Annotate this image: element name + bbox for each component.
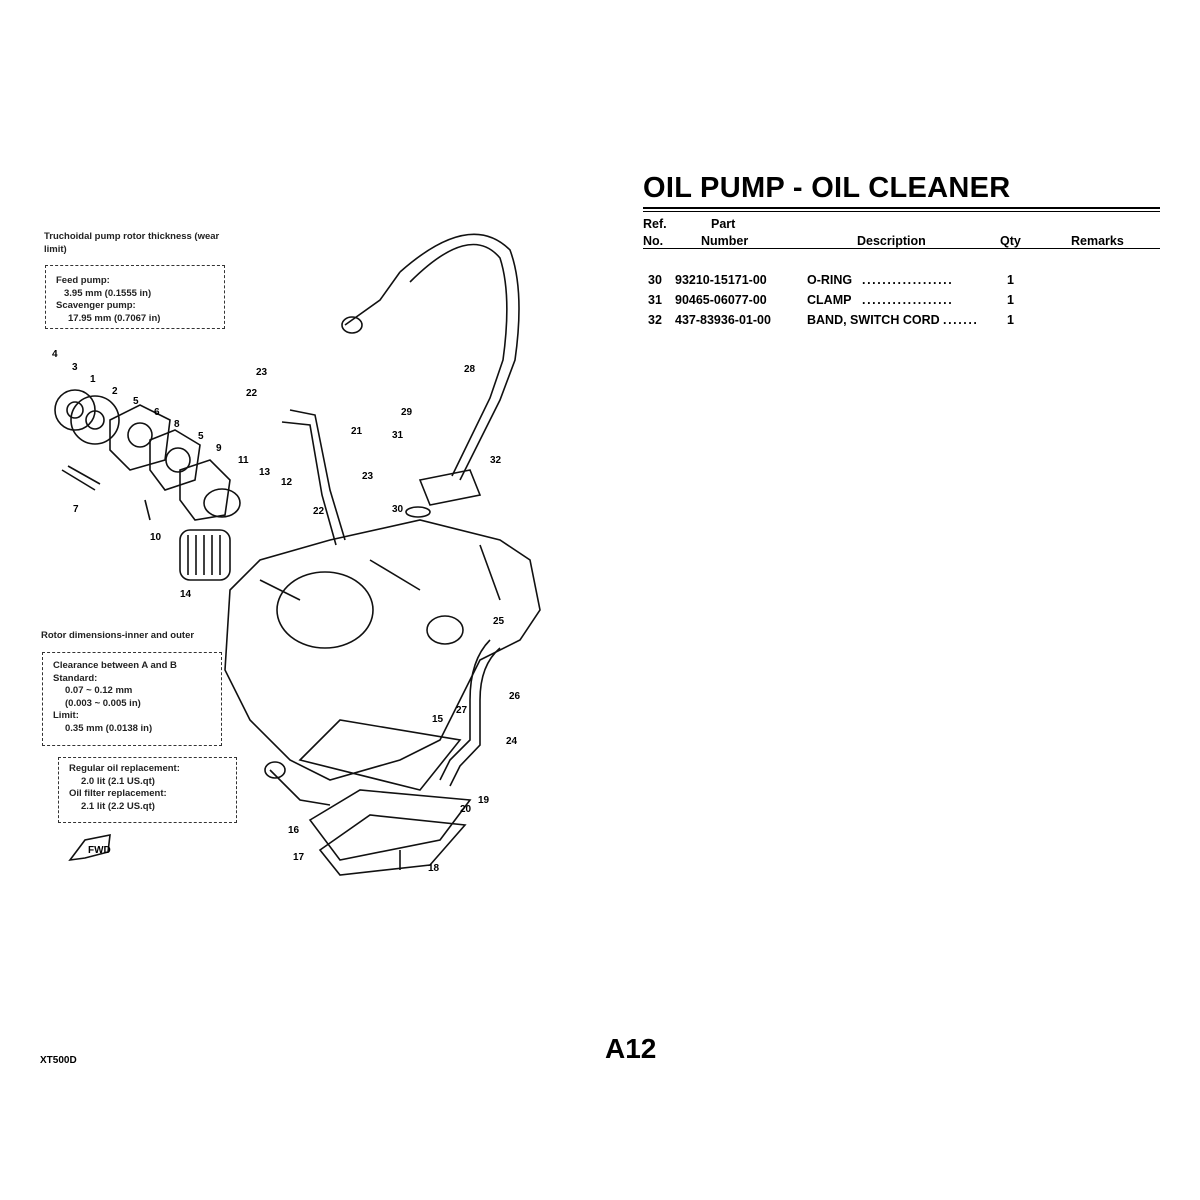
callout-20: 20 <box>460 804 472 815</box>
callout-15: 15 <box>432 714 444 725</box>
page-title: OIL PUMP - OIL CLEANER <box>643 172 1011 204</box>
rotor-clearance-box: Clearance between A and B Standard: 0.07… <box>42 652 222 746</box>
description: O-RING <box>807 273 853 287</box>
callout-18: 18 <box>428 863 440 874</box>
note-line: 17.95 mm (0.7067 in) <box>68 312 161 324</box>
callout-17: 17 <box>293 852 305 863</box>
qty: 1 <box>1007 313 1014 327</box>
callout-1: 1 <box>90 374 96 385</box>
callout-11: 11 <box>238 455 249 466</box>
col-description: Description <box>857 234 926 248</box>
ref: 31 <box>648 293 662 307</box>
callout-9: 9 <box>216 443 222 454</box>
callout-26: 26 <box>509 691 521 702</box>
col-remarks: Remarks <box>1071 234 1124 248</box>
callout-32: 32 <box>490 455 502 466</box>
leader-dots: .................. <box>862 273 954 287</box>
header-rule <box>643 248 1160 249</box>
leader-dots: ....... <box>943 313 979 327</box>
fwd-label: FWD <box>88 845 111 856</box>
leader-dots: .................. <box>862 293 954 307</box>
ref: 30 <box>648 273 662 287</box>
callout-14: 14 <box>180 589 192 600</box>
note-line: limit) <box>44 243 67 255</box>
callout-4: 4 <box>52 349 58 360</box>
part-number: 93210-15171-00 <box>675 273 767 287</box>
note-line: 0.07 ~ 0.12 mm <box>65 685 133 696</box>
note-line: Clearance between A and B <box>53 660 177 671</box>
ref: 32 <box>648 313 662 327</box>
rotor-dim-title: Rotor dimensions-inner and outer <box>41 630 195 641</box>
callout-10: 10 <box>150 532 162 543</box>
qty: 1 <box>1007 273 1014 287</box>
callout-21: 21 <box>351 426 363 437</box>
callout-28: 28 <box>464 364 476 375</box>
oil-capacity-box: Regular oil replacement: 2.0 lit (2.1 US… <box>58 757 237 823</box>
description: BAND, SWITCH CORD <box>807 313 940 327</box>
callout-12: 12 <box>281 477 293 488</box>
note-line: Standard: <box>53 672 98 684</box>
page-number: A12 <box>605 1033 657 1064</box>
callout-5: 5 <box>133 396 139 407</box>
col-part-1: Part <box>711 217 736 231</box>
note-line: (0.003 ~ 0.005 in) <box>65 697 141 709</box>
callout-19: 19 <box>478 795 490 806</box>
part-number: 90465-06077-00 <box>675 293 767 307</box>
part-number: 437-83936-01-00 <box>675 313 771 327</box>
callout-22: 22 <box>246 388 258 399</box>
callout-16: 16 <box>288 825 300 836</box>
note-line: 0.35 mm (0.0138 in) <box>65 722 153 734</box>
callout-27: 27 <box>456 705 468 716</box>
note-line: 2.1 lit (2.2 US.qt) <box>81 800 155 812</box>
callout-22: 22 <box>313 506 325 517</box>
callout-6: 6 <box>154 407 160 418</box>
rotor-thickness-title: Truchoidal pump rotor thickness (wear li… <box>44 231 219 256</box>
callout-8: 8 <box>174 419 180 430</box>
note-line: Limit: <box>53 710 79 721</box>
qty: 1 <box>1007 293 1014 307</box>
callout-group: 4312568591113127101423222122232829313230… <box>52 349 521 874</box>
callout-3: 3 <box>72 362 78 373</box>
callout-23: 23 <box>256 367 268 378</box>
col-ref-2: No. <box>643 234 664 248</box>
note-line: Truchoidal pump rotor thickness (wear <box>44 231 220 242</box>
callout-2: 2 <box>112 386 118 397</box>
note-line: 2.0 lit (2.1 US.qt) <box>81 775 155 787</box>
callout-30: 30 <box>392 504 404 515</box>
note-line: Feed pump: <box>56 275 110 286</box>
rotor-thickness-box: Feed pump: 3.95 mm (0.1555 in) Scavenger… <box>45 265 225 329</box>
callout-25: 25 <box>493 616 505 627</box>
callout-29: 29 <box>401 407 413 418</box>
note-line: 3.95 mm (0.1555 in) <box>64 287 152 299</box>
callout-13: 13 <box>259 467 271 478</box>
note-line: Scavenger pump: <box>56 300 136 311</box>
col-ref-1: Ref. <box>643 217 667 231</box>
callout-5: 5 <box>198 431 204 442</box>
callout-31: 31 <box>392 430 404 441</box>
note-line: Oil filter replacement: <box>69 788 167 799</box>
model-code: XT500D <box>40 1055 77 1066</box>
title-rule-thin <box>643 211 1160 212</box>
col-qty: Qty <box>1000 234 1021 248</box>
title-rule <box>643 207 1160 209</box>
callout-7: 7 <box>73 504 79 515</box>
description: CLAMP <box>807 293 852 307</box>
note-line: Regular oil replacement: <box>69 763 180 774</box>
col-part-2: Number <box>701 234 749 248</box>
callout-23: 23 <box>362 471 374 482</box>
callout-24: 24 <box>506 736 518 747</box>
diagram-lineart <box>54 233 541 876</box>
